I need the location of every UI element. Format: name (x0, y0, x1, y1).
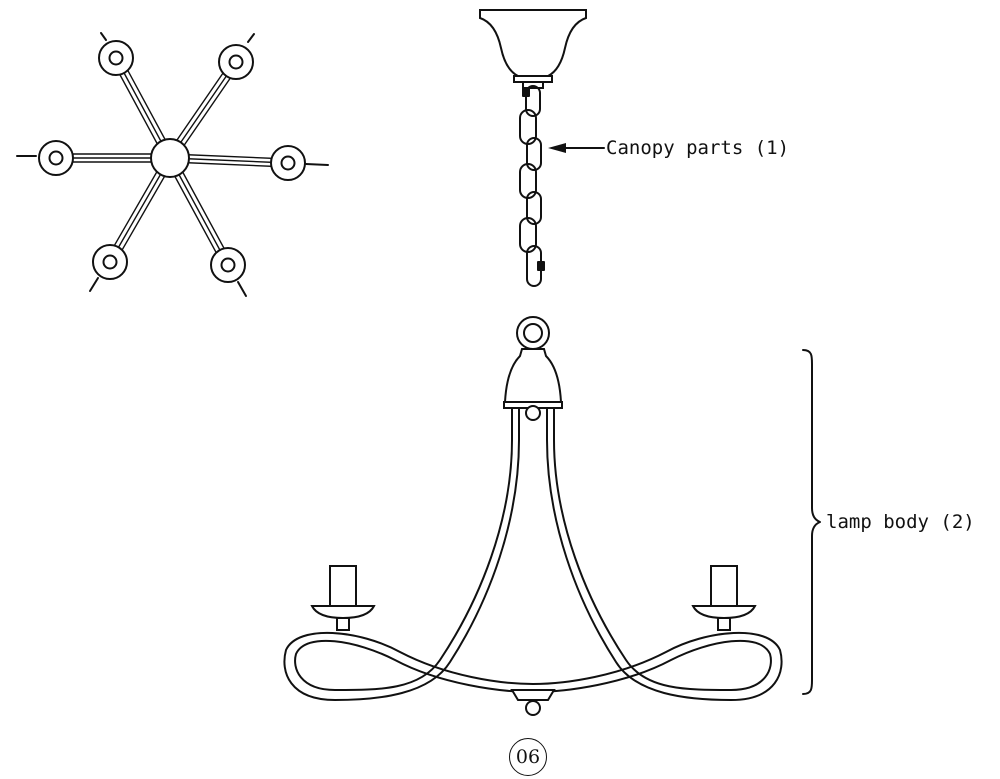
canopy-parts-label: Canopy parts (1) (606, 137, 790, 159)
hub-circle (150, 138, 190, 178)
canopy-assembly (479, 9, 605, 287)
candle-cup-icon (38, 40, 306, 283)
lamp-body-label: lamp body (2) (826, 511, 975, 533)
candle-icon-right (691, 565, 757, 631)
candle-icon-left (310, 565, 376, 631)
lamp-body (283, 316, 821, 716)
figure-number: 06 (509, 738, 547, 776)
chain (519, 85, 545, 287)
brace (802, 349, 821, 695)
top-view-star (16, 32, 329, 297)
